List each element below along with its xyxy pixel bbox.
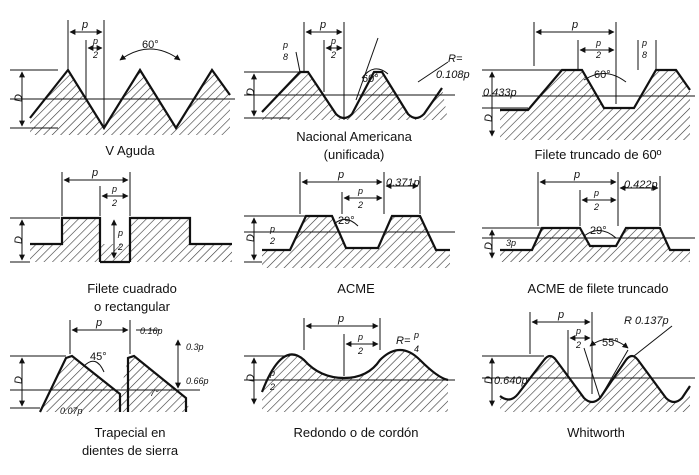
caption-line: ACME (337, 281, 375, 296)
caption-trapecial: Trapecial en dientes de sierra (30, 424, 230, 460)
pitch-label: p (557, 309, 564, 321)
depth-label: 0.640p (494, 375, 528, 387)
diameter-label: D (13, 236, 25, 244)
depth-num: p (269, 224, 275, 234)
caption-line: Whitworth (567, 425, 625, 440)
angle-label: 60° (142, 39, 159, 51)
eighth-pitch-den: 8 (642, 50, 647, 60)
angle-label: 60° (362, 73, 379, 85)
depth-num: p (117, 228, 123, 238)
radius-value: 0.108p (436, 69, 470, 81)
half-pitch-num: p (357, 186, 363, 196)
angle-label: 55° (602, 337, 619, 349)
depth-label: 0.66p (186, 376, 209, 386)
diameter-label: D (483, 242, 495, 250)
eighth-pitch-num: p (282, 40, 288, 50)
depth-label: 3p (506, 238, 516, 248)
profile-nacional-americana: D p p 2 p 8 60° R= 0.108p (244, 19, 470, 120)
pitch-label: p (337, 313, 344, 325)
height-label: 0.3p (186, 342, 204, 352)
diameter-label: D (13, 94, 25, 102)
radius-label: R= (448, 53, 463, 65)
profile-v-aguda: D p p 2 60° (10, 19, 235, 135)
half-pitch-den: 2 (92, 50, 98, 60)
half-pitch-num: p (111, 184, 117, 194)
depth-den: 2 (269, 382, 275, 392)
caption-line: V Aguda (105, 143, 155, 158)
depth-num: p (269, 368, 275, 378)
diameter-label: D (245, 234, 257, 242)
caption-line: Filete truncado de 60º (534, 147, 662, 162)
pitch-label: p (571, 19, 578, 31)
diameter-label: D (245, 88, 257, 96)
angle-label: 29° (590, 225, 607, 237)
root-label: 0.07p (60, 406, 83, 416)
eighth-pitch-den: 8 (283, 52, 288, 62)
angle-label: 45° (90, 351, 107, 363)
caption-line: o rectangular (94, 299, 170, 314)
caption-redondo: Redondo o de cordón (256, 424, 456, 442)
half-pitch-num: p (595, 38, 601, 48)
caption-line: Nacional Americana (296, 129, 412, 144)
profile-filete-cuadrado: D p p 2 p 2 (10, 167, 232, 264)
half-pitch-den: 2 (357, 346, 363, 356)
pitch-label: p (319, 19, 326, 31)
crest-label: 0.16p (140, 326, 163, 336)
radius-den: 4 (414, 344, 419, 354)
pitch-label: p (91, 167, 98, 179)
angle-label: 60° (594, 69, 611, 81)
caption-acme-truncado: ACME de filete truncado (498, 280, 698, 298)
profile-filete-truncado: D 0.433p p p 2 p 8 60° (482, 19, 695, 140)
profile-acme: D p 2 p p 2 0.371p 29° (244, 169, 455, 268)
profile-acme-truncado: D 3p p p 2 0.422p 29° (482, 169, 695, 262)
caption-line: ACME de filete truncado (527, 281, 669, 296)
diameter-label: D (245, 374, 257, 382)
profile-redondo: D p 2 p p 2 R= p 4 (244, 313, 455, 412)
half-pitch-den: 2 (595, 50, 601, 60)
half-pitch-den: 2 (111, 198, 117, 208)
half-pitch-den: 2 (357, 200, 363, 210)
caption-whitworth: Whitworth (496, 424, 696, 442)
half-pitch-num: p (357, 332, 363, 342)
pitch-label: p (81, 19, 88, 31)
diameter-label: D (483, 376, 495, 384)
radius-num: p (413, 330, 419, 340)
radius-label: R= (396, 335, 411, 347)
pitch-label: p (337, 169, 344, 181)
angle-label: 29° (338, 215, 355, 227)
diameter-label: D (13, 376, 25, 384)
eighth-pitch-num: p (641, 38, 647, 48)
profile-whitworth: D 0.640p p p 2 55° R 0.137p (482, 309, 695, 412)
depth-label: 0.433p (483, 87, 517, 99)
caption-line: Redondo o de cordón (293, 425, 419, 440)
caption-line: Trapecial en (94, 425, 166, 440)
depth-den: 2 (117, 242, 123, 252)
caption-nacional-americana: Nacional Americana (unificada) (254, 128, 454, 164)
caption-line: dientes de sierra (81, 443, 179, 458)
caption-line: Filete cuadrado (87, 281, 177, 296)
half-pitch-num: p (593, 188, 599, 198)
land-label: 0.422p (624, 179, 658, 191)
caption-acme: ACME (256, 280, 456, 298)
profile-trapecial-sierra: D p 0.16p 45° 0.3p 0.66p 0.07p 7° (10, 317, 209, 416)
half-pitch-den: 2 (330, 50, 336, 60)
depth-den: 2 (269, 236, 275, 246)
half-pitch-den: 2 (593, 202, 599, 212)
half-pitch-num: p (575, 326, 581, 336)
pitch-label: p (95, 317, 102, 329)
diameter-label: D (483, 114, 495, 122)
flank-angle-label: 7° (150, 388, 159, 398)
pitch-label: p (573, 169, 580, 181)
caption-filete-cuadrado: Filete cuadrado o rectangular (32, 280, 232, 316)
half-pitch-den: 2 (575, 340, 581, 350)
caption-filete-truncado: Filete truncado de 60º (498, 146, 698, 164)
half-pitch-num: p (92, 36, 98, 46)
radius-label: R 0.137p (624, 315, 669, 327)
caption-line: (unificada) (323, 147, 385, 162)
caption-v-aguda: V Aguda (30, 142, 230, 160)
half-pitch-num: p (330, 36, 336, 46)
land-label: 0.371p (386, 177, 420, 189)
